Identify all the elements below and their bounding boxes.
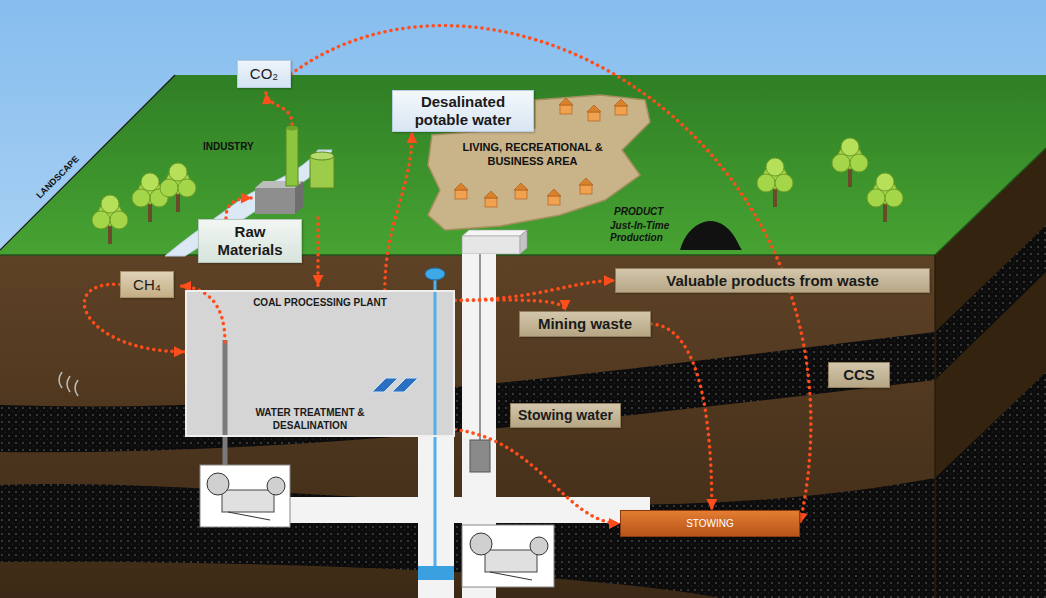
node-text: Raw Materials <box>205 223 295 259</box>
svg-rect <box>200 465 290 527</box>
node-text: WATER TREATMENT & DESALINATION <box>240 406 380 432</box>
tree <box>92 195 128 244</box>
product-pile <box>680 221 742 250</box>
flow-arrow <box>651 324 712 510</box>
water-sump <box>418 566 454 580</box>
svg-polygon <box>462 230 527 236</box>
house-roof <box>559 98 573 105</box>
house-roof <box>454 183 468 190</box>
node-text: LIVING, RECREATIONAL & BUSINESS AREA <box>445 140 620 168</box>
ground-edge <box>934 255 936 598</box>
node-text: Desalinated potable water <box>399 93 527 129</box>
membrane-panel <box>392 378 418 392</box>
gas-box: CO₂ <box>237 60 291 88</box>
flow-arrow <box>455 281 615 301</box>
node-text: CO₂ <box>242 65 286 83</box>
node-text: COAL PROCESSING PLANT <box>187 296 453 309</box>
svg-path <box>59 372 62 388</box>
house-icon <box>560 105 572 114</box>
product-note: Just-In-Time Production <box>610 220 680 244</box>
house-icon <box>548 196 560 205</box>
industry-building <box>255 126 334 215</box>
svg-circle <box>267 477 285 495</box>
house-roof <box>484 191 498 198</box>
tree <box>832 138 868 187</box>
svg-path <box>266 93 292 124</box>
svg-ellipse <box>286 126 298 131</box>
hoist-cage <box>470 440 490 472</box>
water-pipe <box>434 280 437 566</box>
edge-label: Stowing water <box>510 403 621 428</box>
ground-edge <box>935 148 1046 255</box>
ground-side <box>935 148 1046 598</box>
tree <box>757 158 793 207</box>
house-roof <box>614 99 628 106</box>
landscape-surface <box>0 75 1046 255</box>
house-icon <box>455 190 467 199</box>
ground-front <box>0 255 935 598</box>
output-box: Valuable products from waste <box>615 268 930 293</box>
svg-rect <box>462 525 554 587</box>
house-icon <box>580 185 592 194</box>
house-roof <box>579 178 593 185</box>
product-box: Desalinated potable water <box>392 90 534 132</box>
svg-path <box>75 380 78 396</box>
landscape-edge <box>0 75 175 250</box>
node-text: Valuable products from waste <box>624 272 921 290</box>
svg-path <box>67 376 70 392</box>
house-icon <box>485 198 497 207</box>
svg-circle <box>470 533 492 555</box>
house-icon <box>515 190 527 199</box>
node-text: Mining waste <box>526 315 644 333</box>
water-outlet <box>425 268 445 280</box>
tree <box>160 163 196 212</box>
hoist-cable <box>479 254 481 440</box>
mine-head <box>462 230 527 254</box>
node-text: CCS <box>835 366 883 384</box>
shearer-picture <box>200 465 290 527</box>
svg-path <box>316 218 320 286</box>
svg-rect <box>222 490 274 512</box>
node-text: STOWING <box>627 517 793 530</box>
svg-path <box>226 198 252 218</box>
svg-rect <box>485 550 537 572</box>
product-label: PRODUCT <box>614 206 674 218</box>
svg-polygon <box>520 230 527 254</box>
house-icon <box>588 112 600 121</box>
house-icon <box>615 106 627 115</box>
svg-rect <box>255 188 295 214</box>
area-label: INDUSTRY <box>203 141 273 153</box>
stowing-band: STOWING <box>620 510 800 537</box>
gas-release-symbol <box>59 372 78 396</box>
gas-well <box>223 340 228 470</box>
house-roof <box>547 189 561 196</box>
flow-arrow <box>455 300 565 311</box>
svg-line <box>228 512 270 520</box>
storage-box: CCS <box>828 362 890 388</box>
svg-rect <box>286 128 298 186</box>
plant-box: COAL PROCESSING PLANT WATER TREATMENT & D… <box>185 290 455 437</box>
coal-seam <box>935 225 1046 380</box>
input-box: Raw Materials <box>198 219 302 263</box>
svg-circle <box>207 473 229 495</box>
waste-box: Mining waste <box>519 311 651 337</box>
svg-rect <box>462 236 520 254</box>
gas-box: CH₄ <box>120 271 174 298</box>
house-roof <box>587 105 601 112</box>
svg-rect <box>310 156 334 188</box>
svg-ellipse <box>310 152 334 160</box>
flow-arrow <box>455 430 620 524</box>
house-roof <box>514 183 528 190</box>
svg-circle <box>530 537 548 555</box>
flow-arrow <box>385 132 412 290</box>
tree <box>867 173 903 222</box>
node-text: CH₄ <box>125 276 169 294</box>
coal-seam <box>935 372 1046 598</box>
shearer-picture <box>462 525 554 587</box>
tree <box>132 173 168 222</box>
svg-line <box>490 572 532 580</box>
